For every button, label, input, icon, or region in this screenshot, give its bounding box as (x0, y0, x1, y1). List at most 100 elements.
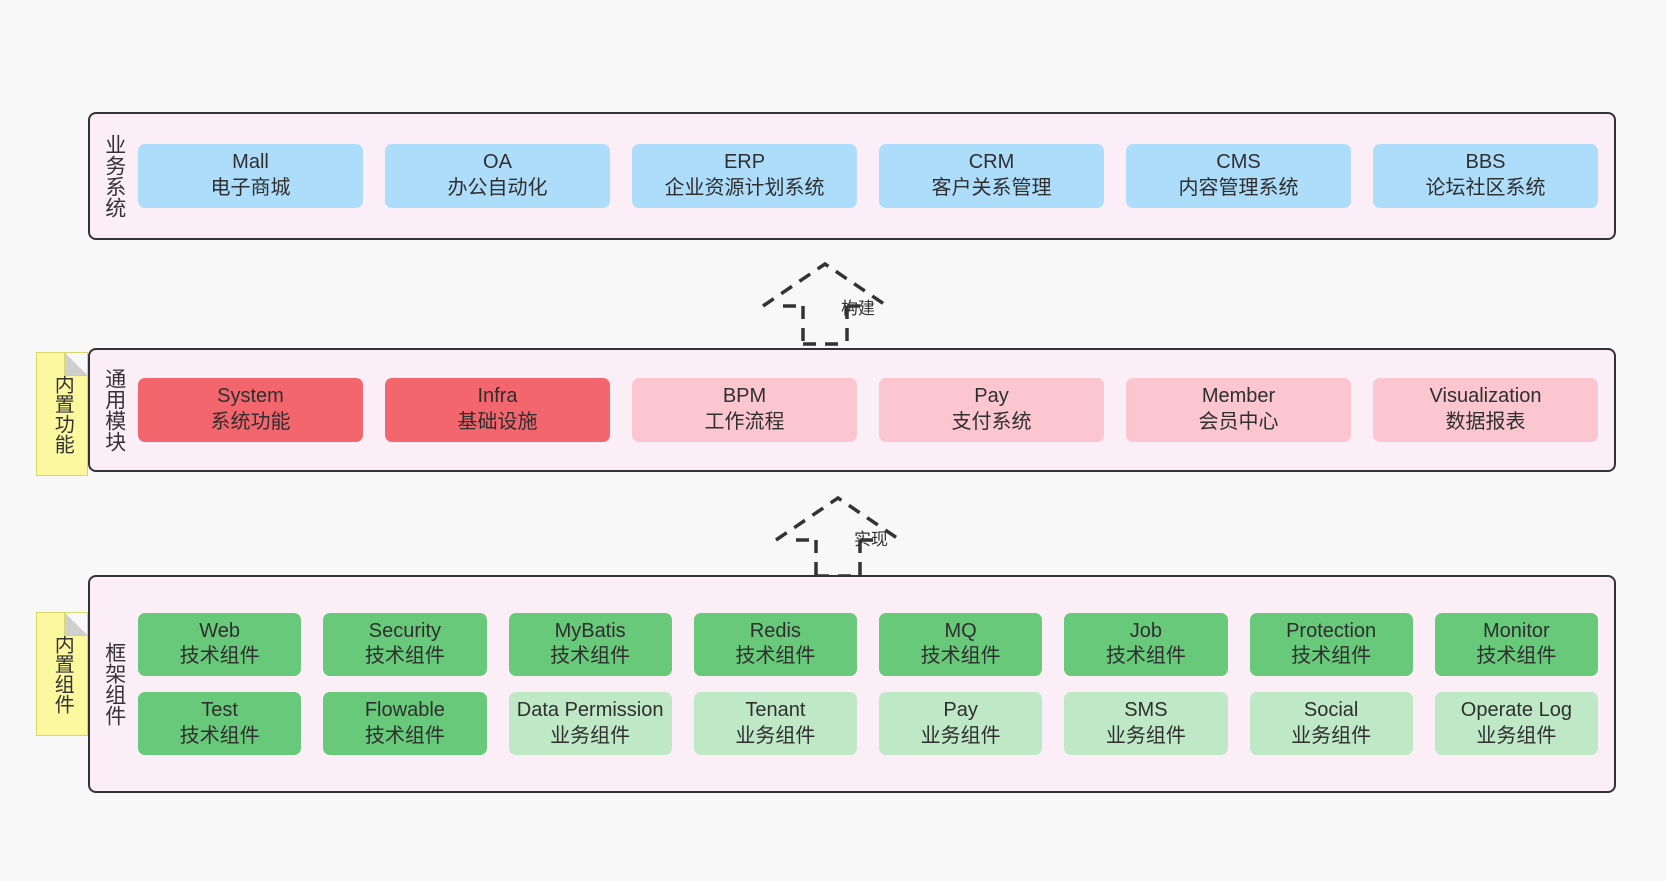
card-subtitle: 技术组件 (364, 724, 445, 747)
card-title: Visualization (1429, 385, 1542, 408)
card-tenant[interactable]: Tenant 业务组件 (693, 692, 857, 756)
card-subtitle: 论坛社区系统 (1425, 177, 1546, 199)
card-job[interactable]: Job 技术组件 (1064, 612, 1228, 676)
card-mall[interactable]: Mall 电子商城 (138, 144, 363, 208)
card-subtitle: 业务组件 (1476, 724, 1557, 747)
card-operate-log[interactable]: Operate Log 业务组件 (1434, 692, 1598, 756)
layer-body-common: System 系统功能 Infra 基础设施 BPM 工作流程 Pay 支付系统 Member 会… (138, 350, 1614, 470)
card-subtitle: 技术组件 (550, 645, 631, 668)
card-cms[interactable]: CMS 内容管理系统 (1126, 144, 1351, 208)
card-title: Security (368, 619, 441, 642)
card-member[interactable]: Member 会员中心 (1126, 378, 1351, 442)
card-subtitle: 基础设施 (457, 411, 538, 433)
card-subtitle: 业务组件 (1105, 724, 1186, 747)
card-subtitle: 数据报表 (1445, 411, 1526, 433)
layer-business-system: 业务系统 Mall 电子商城 OA 办公自动化 ERP 企业资源计划系统 CRM 客户关系管理… (88, 112, 1616, 240)
card-title: Tenant (745, 699, 806, 721)
card-bbs[interactable]: BBS 论坛社区系统 (1373, 144, 1598, 208)
card-subtitle: 企业资源计划系统 (664, 177, 825, 199)
card-monitor[interactable]: Monitor 技术组件 (1434, 612, 1598, 676)
card-subtitle: 电子商城 (210, 177, 291, 199)
card-data-permission[interactable]: Data Permission 业务组件 (508, 692, 672, 756)
card-mq[interactable]: MQ 技术组件 (879, 612, 1043, 676)
card-crm[interactable]: CRM 客户关系管理 (879, 144, 1104, 208)
card-subtitle: 技术组件 (179, 724, 260, 747)
card-subtitle: 办公自动化 (447, 177, 548, 199)
card-title: Pay (974, 385, 1009, 408)
sticky-note-builtin-functions: 内置功能 (36, 352, 88, 476)
card-subtitle: 技术组件 (364, 645, 445, 668)
card-social[interactable]: Social 业务组件 (1249, 692, 1413, 756)
card-title: System (217, 385, 284, 408)
card-title: Web (199, 619, 240, 642)
card-title: Operate Log (1460, 699, 1572, 721)
card-subtitle: 技术组件 (1105, 645, 1186, 668)
card-title: Mall (232, 151, 269, 174)
card-title: Test (201, 699, 238, 721)
card-subtitle: 业务组件 (1291, 724, 1372, 747)
card-subtitle: 业务组件 (550, 724, 631, 747)
card-test[interactable]: Test 技术组件 (138, 692, 302, 756)
card-web[interactable]: Web 技术组件 (138, 612, 302, 676)
card-title: CRM (968, 151, 1015, 174)
card-pay[interactable]: Pay 支付系统 (879, 378, 1104, 442)
layer-title-framework: 框架组件 (102, 642, 126, 726)
card-visualization[interactable]: Visualization 数据报表 (1373, 378, 1598, 442)
card-subtitle: 技术组件 (1476, 645, 1557, 668)
card-redis[interactable]: Redis 技术组件 (693, 612, 857, 676)
card-subtitle: 客户关系管理 (931, 177, 1052, 199)
card-title: Flowable (364, 699, 445, 721)
layer-body-business: Mall 电子商城 OA 办公自动化 ERP 企业资源计划系统 CRM 客户关系管理 CMS 内容… (138, 114, 1614, 238)
business-card-row: Mall 电子商城 OA 办公自动化 ERP 企业资源计划系统 CRM 客户关系管理 CMS 内容… (138, 144, 1598, 208)
common-card-row: System 系统功能 Infra 基础设施 BPM 工作流程 Pay 支付系统 Member 会… (138, 378, 1598, 442)
card-title: CMS (1216, 151, 1261, 174)
card-title: Job (1129, 619, 1162, 642)
card-subtitle: 技术组件 (735, 645, 816, 668)
card-title: Infra (477, 385, 518, 408)
card-title: Monitor (1483, 619, 1550, 642)
card-subtitle: 工作流程 (704, 411, 785, 433)
card-flowable[interactable]: Flowable 技术组件 (323, 692, 487, 756)
sticky-note-builtin-functions-text: 内置功能 (51, 374, 74, 454)
sticky-note-builtin-components-text: 内置组件 (51, 634, 74, 714)
card-title: Data Permission (516, 699, 664, 721)
card-security[interactable]: Security 技术组件 (323, 612, 487, 676)
card-title: Social (1303, 699, 1359, 721)
card-subtitle: 支付系统 (951, 411, 1032, 433)
card-title: Protection (1286, 619, 1377, 642)
card-system[interactable]: System 系统功能 (138, 378, 363, 442)
card-bpm[interactable]: BPM 工作流程 (632, 378, 857, 442)
card-subtitle: 技术组件 (920, 645, 1001, 668)
card-erp[interactable]: ERP 企业资源计划系统 (632, 144, 857, 208)
card-title: Pay (943, 699, 978, 721)
generalization-arrow-implement: 实现 (768, 492, 928, 580)
card-title: Redis (749, 619, 801, 642)
card-subtitle: 内容管理系统 (1178, 177, 1299, 199)
layer-title-business: 业务系统 (102, 134, 126, 218)
card-pay[interactable]: Pay 业务组件 (879, 692, 1043, 756)
card-title: SMS (1124, 699, 1168, 721)
arrow-label-implement: 实现 (854, 530, 888, 549)
card-subtitle: 技术组件 (179, 645, 260, 668)
card-title: OA (483, 151, 512, 174)
card-title: BBS (1465, 151, 1506, 174)
card-title: MQ (944, 619, 977, 642)
card-subtitle: 系统功能 (210, 411, 291, 433)
card-title: Member (1201, 385, 1276, 408)
card-subtitle: 业务组件 (920, 724, 1001, 747)
card-sms[interactable]: SMS 业务组件 (1064, 692, 1228, 756)
card-title: ERP (723, 151, 766, 174)
card-title: BPM (722, 385, 767, 408)
card-oa[interactable]: OA 办公自动化 (385, 144, 610, 208)
card-subtitle: 业务组件 (735, 724, 816, 747)
card-infra[interactable]: Infra 基础设施 (385, 378, 610, 442)
card-subtitle: 会员中心 (1198, 411, 1279, 433)
